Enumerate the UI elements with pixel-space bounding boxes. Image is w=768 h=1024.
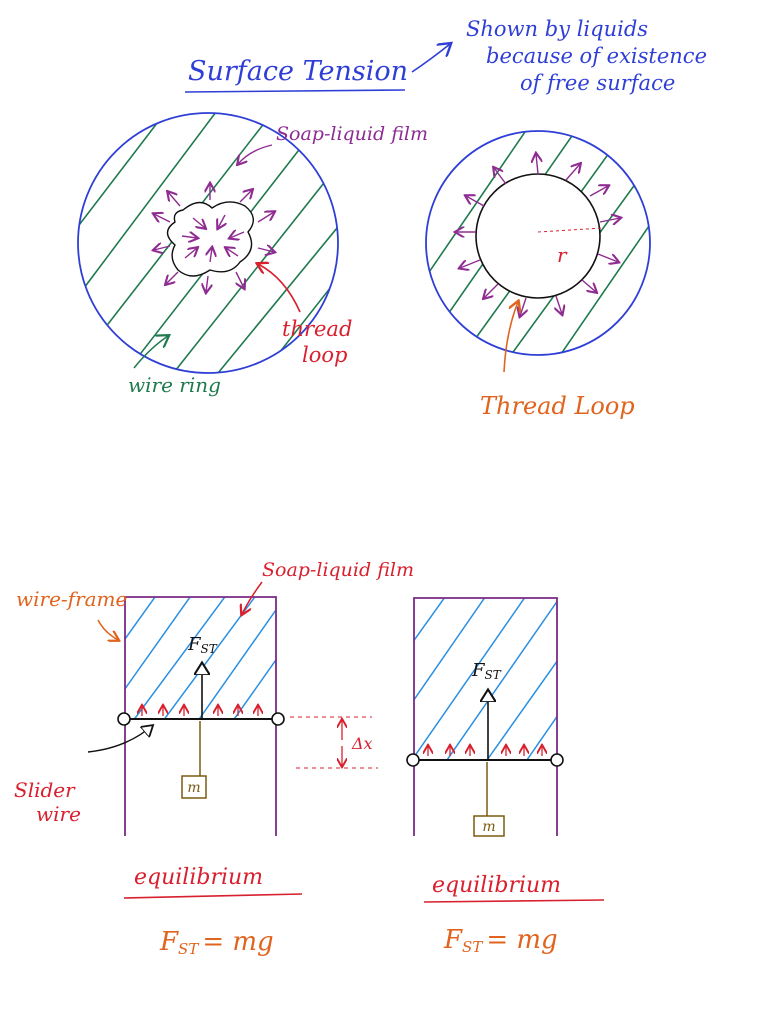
- dx-label: Δx: [351, 734, 373, 753]
- thread-label-line2: loop: [302, 343, 347, 367]
- force-label-right: FST: [471, 660, 502, 682]
- film-label-bottom: Soap-liquid film: [262, 559, 414, 581]
- note-line-2: because of existence: [486, 44, 707, 68]
- film-label-left: Soap-liquid film: [276, 123, 428, 145]
- slider-end-left-a: [117, 712, 131, 726]
- note-arrow: [411, 44, 450, 73]
- outward-arrows: [154, 184, 274, 292]
- inward-arrows: [181, 214, 245, 263]
- mass-label-left: m: [187, 780, 200, 796]
- ring-pointer-left: [133, 336, 168, 369]
- slider-label-line2: wire: [36, 802, 81, 826]
- frame-pointer: [97, 619, 118, 640]
- wire-ring-right: [425, 130, 651, 356]
- equation-right: FST= mg: [443, 925, 558, 956]
- frame-label: wire-frame: [16, 587, 127, 611]
- thread-label-line1: thread: [282, 317, 352, 341]
- film-pointer-bottom: [242, 581, 263, 614]
- note-line-3: of free surface: [520, 71, 675, 95]
- thread-pointer-left: [258, 264, 301, 313]
- header: Surface Tension Shown by liquids because…: [184, 17, 707, 95]
- page-title: Surface Tension: [188, 56, 408, 87]
- film-pointer-left: [238, 144, 273, 164]
- ring-label: wire ring: [128, 373, 221, 397]
- state-label-right: equilibrium: [432, 873, 561, 898]
- thread-pointer-right: [503, 302, 518, 373]
- state-label-left: equilibrium: [134, 865, 263, 890]
- mass-label-right: m: [482, 819, 495, 835]
- film-hatch-frame-left: [125, 597, 276, 719]
- thread-loop-irregular: [166, 201, 254, 277]
- wire-ring-left: [77, 112, 339, 374]
- thread-loop-circular: [475, 173, 601, 299]
- slider-end-left-b: [271, 712, 285, 726]
- thread-label-right: Thread Loop: [480, 392, 635, 420]
- state-underline-right: [423, 899, 605, 903]
- frame-diagram-right: FST m equilibrium FST= mg: [406, 597, 605, 956]
- wire-frame-right: [413, 597, 558, 836]
- slider-label-line1: Slider: [14, 778, 76, 802]
- frame-diagram-left: FST m wire-frame Soap-liquid film Slider…: [14, 559, 414, 958]
- title-underline: [184, 89, 406, 93]
- force-label-left: FST: [187, 634, 218, 656]
- slider-pointer: [87, 726, 152, 753]
- equation-left: FST= mg: [159, 927, 274, 958]
- tension-arrows-left: [142, 706, 258, 716]
- tension-arrows-right: [428, 746, 542, 756]
- note-line-1: Shown by liquids: [466, 17, 648, 41]
- radius-line: [537, 227, 603, 233]
- slider-end-right-b: [550, 753, 564, 767]
- ring-diagram-left: Soap-liquid film thread loop wire ring: [77, 112, 428, 397]
- slider-end-right-a: [406, 753, 420, 767]
- radius-label: r: [557, 243, 568, 267]
- mass-block-right: [473, 815, 505, 837]
- mass-block-left: [181, 775, 207, 799]
- ring-diagram-right: r Thread Loop: [425, 130, 651, 420]
- state-underline-left: [123, 893, 303, 899]
